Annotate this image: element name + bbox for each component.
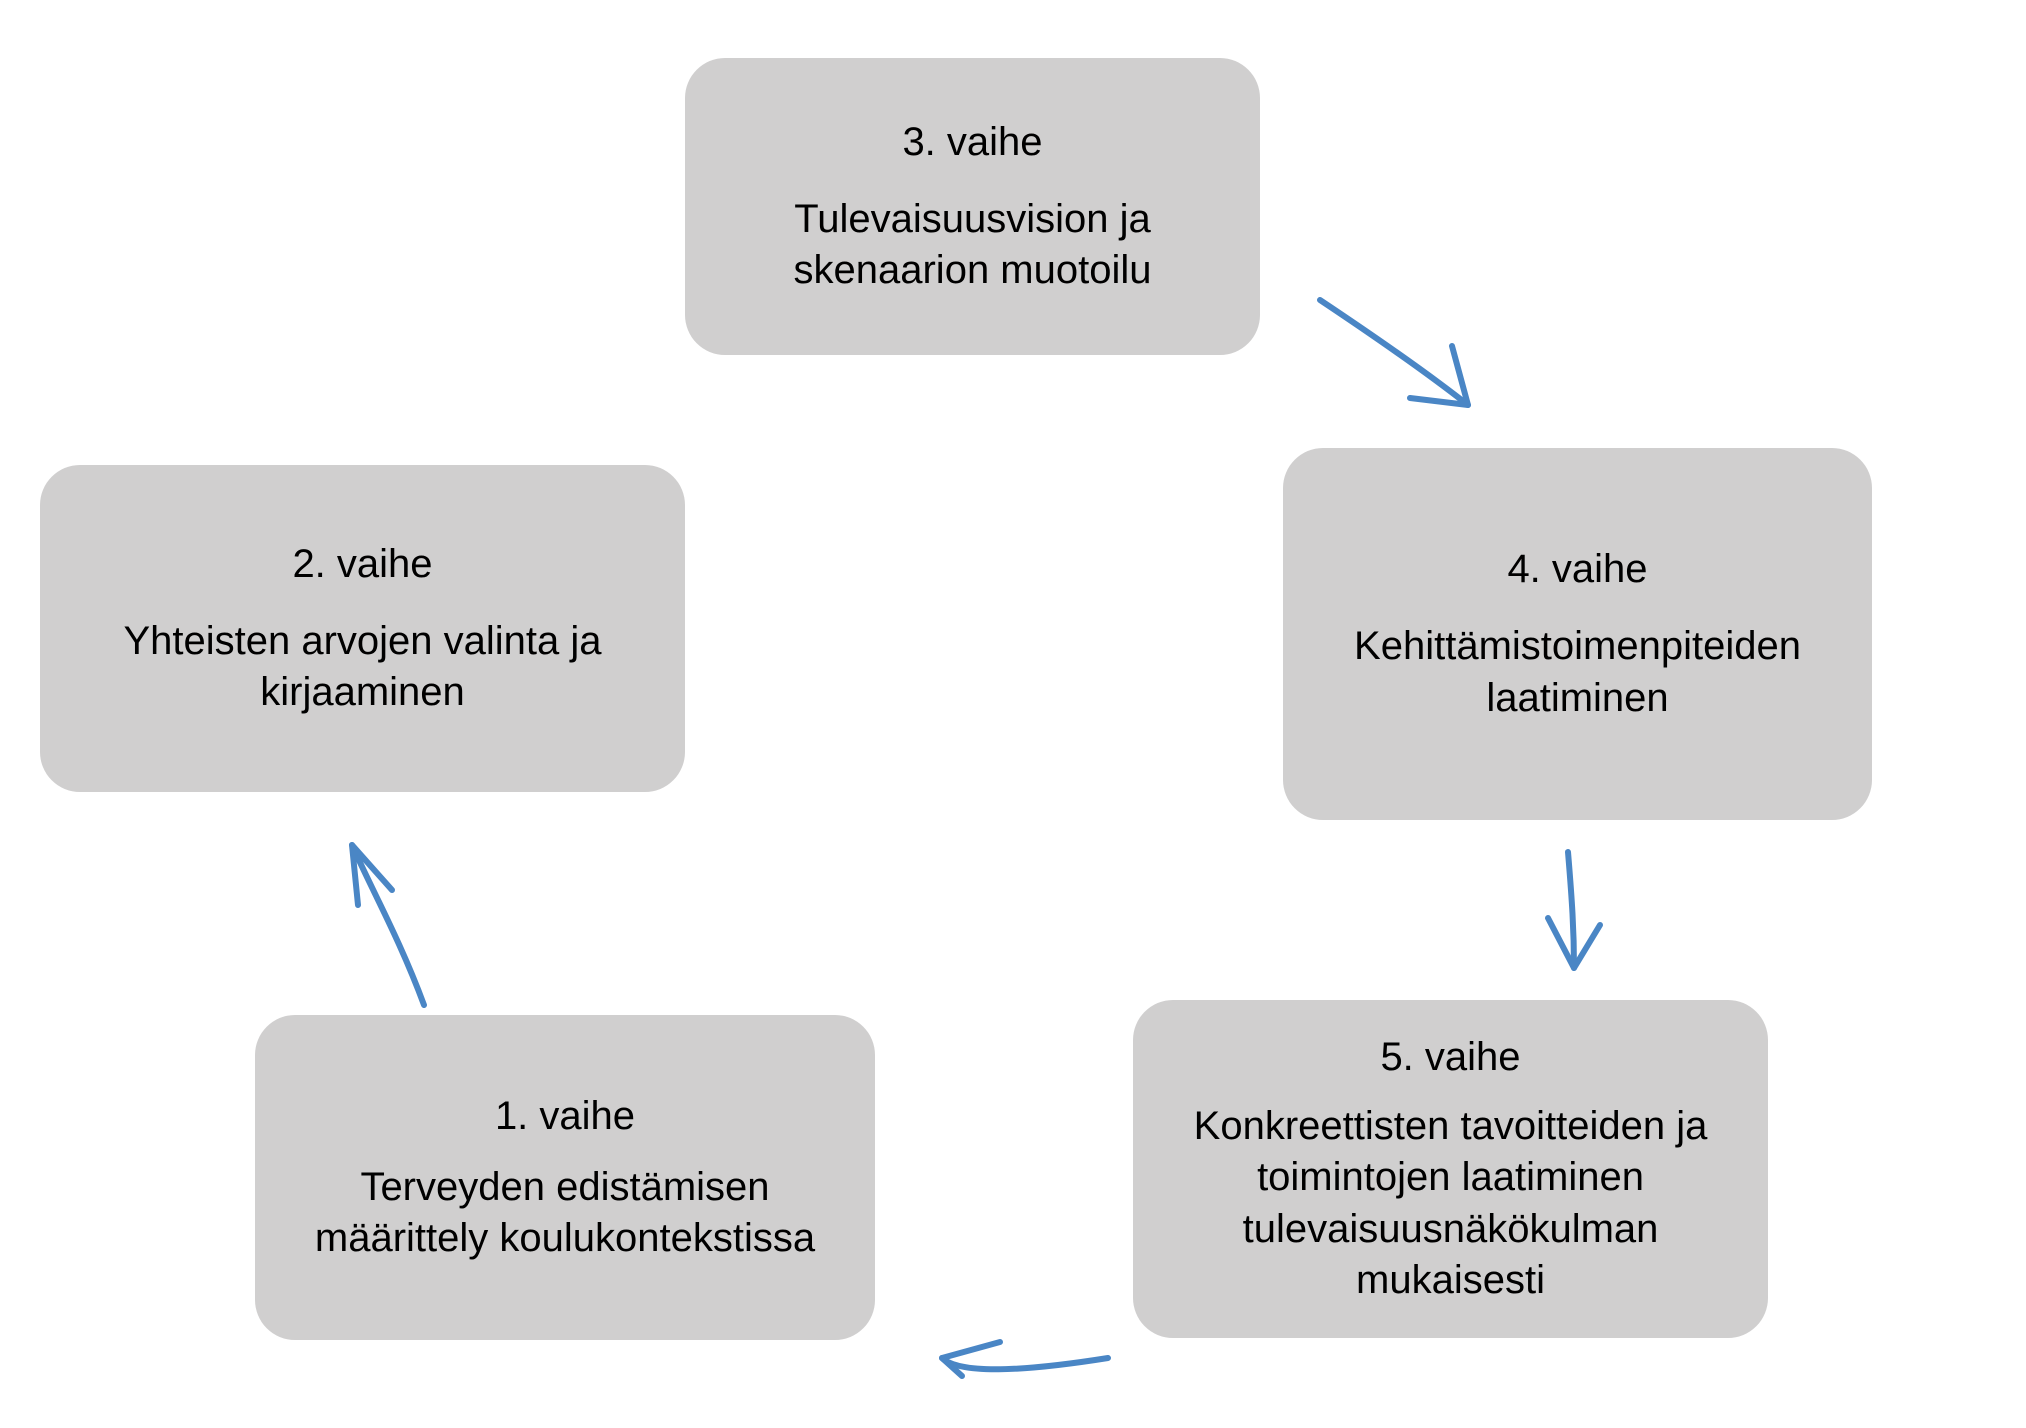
stage-box-1[interactable]: 1. vaihe Terveyden edistämisen määrittel… — [255, 1015, 875, 1340]
stage-2-title: 2. vaihe — [292, 541, 433, 586]
stage-2-description: Yhteisten arvojen valinta ja kirjaaminen — [123, 618, 602, 715]
stage-4-title: 4. vaihe — [1507, 547, 1648, 592]
stage-3-title: 3. vaihe — [902, 119, 1043, 164]
arrow-4-to-5 — [1545, 849, 1603, 971]
stage-3-description: Tulevaisuusvision ja skenaarion muotoilu — [793, 196, 1152, 293]
stage-1-description: Terveyden edistämisen määrittely kouluko… — [314, 1164, 816, 1261]
stage-1-title: 1. vaihe — [494, 1093, 636, 1138]
stage-box-3[interactable]: 3. vaihe Tulevaisuusvision ja skenaarion… — [685, 58, 1260, 355]
stage-5-description: Konkreettisten tavoitteiden ja toimintoj… — [1193, 1104, 1708, 1302]
stage-box-4[interactable]: 4. vaihe Kehittämistoimenpiteiden laatim… — [1283, 448, 1872, 820]
stage-box-5[interactable]: 5. vaihe Konkreettisten tavoitteiden ja … — [1133, 1000, 1768, 1338]
arrow-3-to-4 — [1317, 297, 1471, 408]
stage-4-description: Kehittämistoimenpiteiden laatiminen — [1354, 624, 1801, 720]
stage-5-title: 5. vaihe — [1380, 1035, 1521, 1080]
arrow-5-to-1 — [939, 1339, 1111, 1379]
arrow-1-to-2 — [349, 842, 427, 1008]
stage-box-2[interactable]: 2. vaihe Yhteisten arvojen valinta ja ki… — [40, 465, 685, 792]
